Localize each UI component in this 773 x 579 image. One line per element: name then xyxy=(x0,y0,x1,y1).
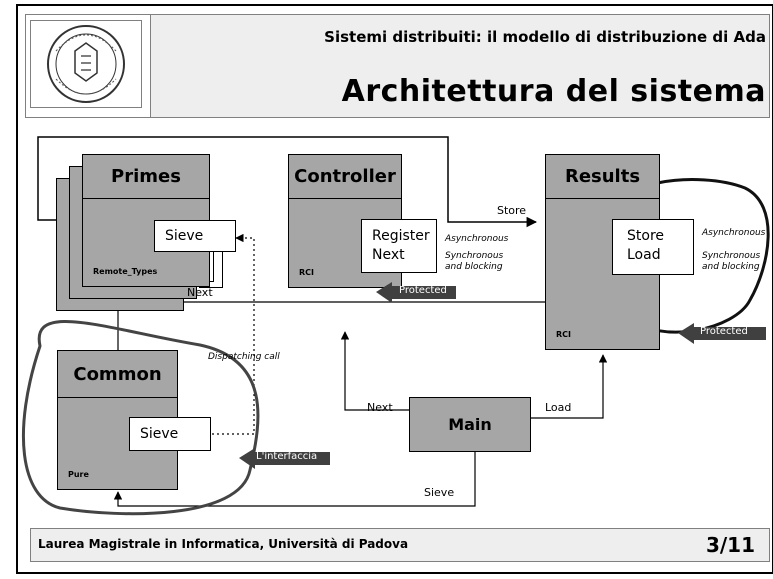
controller-op-next: Next xyxy=(372,247,405,263)
results-tag: RCI xyxy=(556,330,572,339)
edge-label-dispatching: Dispatching call xyxy=(208,352,280,362)
common-tag: Pure xyxy=(68,470,89,479)
controller-note-async: Asynchronous xyxy=(445,234,509,244)
results-op-store: Store xyxy=(627,228,665,244)
interface-label: L'interfaccia xyxy=(256,451,318,462)
page-number: 3/11 xyxy=(705,533,755,557)
main-box: Main xyxy=(409,397,531,452)
controller-ops-box: Register Next xyxy=(361,219,437,273)
results-note-sync-1: Synchronous xyxy=(702,251,761,261)
seal-icon xyxy=(47,25,125,103)
footer-course: Laurea Magistrale in Informatica, Univer… xyxy=(38,537,409,551)
footer-bar: Laurea Magistrale in Informatica, Univer… xyxy=(30,528,770,562)
controller-op-register: Register xyxy=(372,228,430,244)
slide-title: Architettura del sistema xyxy=(341,74,766,109)
primes-sieve-box: Sieve xyxy=(154,220,236,252)
controller-tag: RCI xyxy=(299,268,315,277)
results-ops-box: Store Load xyxy=(612,219,694,275)
primes-tag: Remote_Types xyxy=(93,267,158,276)
results-note-async: Asynchronous xyxy=(702,228,766,238)
results-op-load: Load xyxy=(627,247,661,263)
edge-label-next-main: Next xyxy=(367,401,393,414)
results-protected-label: Protected xyxy=(700,326,748,337)
controller-protected-label: Protected xyxy=(399,285,447,296)
edge-label-load: Load xyxy=(545,401,572,414)
slide-subtitle: Sistemi distribuiti: il modello di distr… xyxy=(324,28,766,46)
university-seal xyxy=(30,20,142,108)
header-title-panel xyxy=(150,14,770,118)
edge-label-sieve: Sieve xyxy=(424,486,455,499)
primes-title: Primes xyxy=(83,155,209,199)
edge-label-next-top: Next xyxy=(187,286,213,299)
common-sieve-box: Sieve xyxy=(129,417,211,451)
controller-note-sync-1: Synchronous xyxy=(445,251,504,261)
controller-note-sync-2: and blocking xyxy=(445,262,503,272)
common-title: Common xyxy=(58,351,177,398)
controller-title: Controller xyxy=(289,155,401,199)
results-title: Results xyxy=(546,155,659,199)
edge-label-store: Store xyxy=(497,204,527,217)
results-note-sync-2: and blocking xyxy=(702,262,760,272)
